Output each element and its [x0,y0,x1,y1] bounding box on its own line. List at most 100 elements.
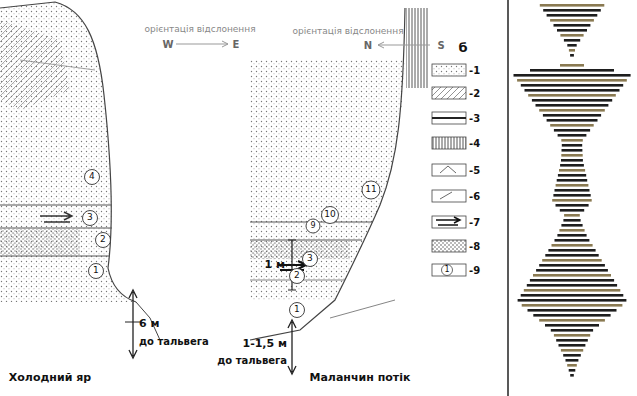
stripe [560,164,584,167]
stripe [564,214,580,217]
label: орієнтація відслонення [293,27,404,37]
callout-number: 1 [294,305,300,315]
label: до тальвега [217,355,287,366]
label: E [233,39,240,50]
stripe [563,219,580,222]
stripe [522,304,623,307]
stripe [539,319,605,322]
stripe [547,119,598,122]
legend-number: -3 [469,113,480,124]
stripe [518,299,627,302]
stripe [561,139,583,142]
label: 6 м [139,318,159,330]
stripe [556,204,589,207]
stripe [557,234,586,237]
stripe [553,194,590,197]
legend-number: -8 [469,241,480,252]
stripe [536,269,608,272]
callout-number: 11 [365,185,376,195]
stripe [536,104,609,107]
stripe [543,9,601,12]
stripe [559,344,586,347]
stripe [567,44,576,47]
stripe [562,144,582,147]
stripe [517,79,627,82]
legend-number: -5 [469,165,480,176]
label: орієнтація відслонення [145,25,256,35]
callout-number: 1 [93,266,99,276]
label: Маланчин потік [310,372,411,384]
stripe [567,364,577,367]
stripe [521,84,623,87]
stripe [555,189,590,192]
stripe [562,149,583,152]
legend-number: -7 [469,217,480,228]
callout-number: 4 [89,172,95,182]
stripe [554,334,590,337]
callout-number: 2 [294,271,300,281]
stripe [524,289,621,292]
stripe [558,174,586,177]
stripe [566,359,579,362]
stripe [539,109,605,112]
stripe [552,199,592,202]
label: 1 м [265,259,285,271]
stripe [533,274,611,277]
label: 1-1,5 м [243,338,288,350]
stripe [561,224,582,227]
stripe [564,39,580,42]
stripe [557,29,587,32]
stripe [550,124,594,127]
legend-number: -9 [469,265,480,276]
stripe [558,134,587,137]
stripe [569,369,576,372]
stripe [557,179,588,182]
stripe [556,339,588,342]
label: S [437,40,444,51]
stripe [521,294,624,297]
label: W [163,39,174,50]
stripe [560,34,583,37]
stripe [561,159,583,162]
stripe [551,329,593,332]
stripe [561,154,582,157]
legend-number: -1 [469,65,480,76]
stripe [547,14,598,17]
stripe [559,229,584,232]
label: до тальвега [139,336,209,347]
stripe [552,244,593,247]
stripe [528,309,617,312]
legend-number: -4 [469,138,480,149]
stripe [530,279,614,282]
legend-number: -6 [469,191,480,202]
stripe [528,94,616,97]
callout-number: 10 [324,210,335,220]
stripe [548,249,595,252]
stripe [532,99,612,102]
stripe [530,69,614,72]
stripe [569,49,575,52]
callout-number: 3 [87,213,93,223]
stripe [570,374,574,377]
stripe [563,354,581,357]
label: N [364,40,372,51]
stripe [545,324,599,327]
stripe [555,239,590,242]
stripe [550,19,594,22]
callout-number: 2 [100,235,106,245]
stripe [554,24,591,27]
stripe [560,209,584,212]
stripe [542,259,602,262]
legend-number: -2 [469,88,480,99]
stripe [556,184,589,187]
stripe [539,264,605,267]
callout-number: 3 [307,254,313,264]
callout-number: 9 [311,222,316,231]
stripe [540,4,605,7]
label: Холодний яр [9,372,91,384]
stripe [543,114,601,117]
stripe [545,254,598,257]
